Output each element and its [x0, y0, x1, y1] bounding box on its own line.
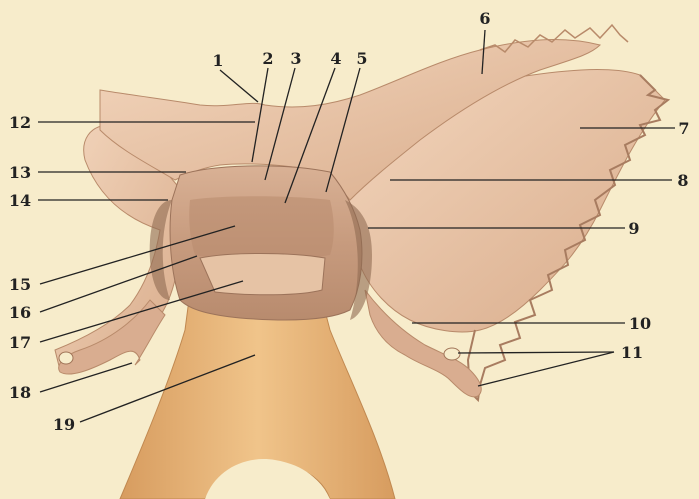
label-14: 14 [9, 191, 31, 210]
label-13: 13 [9, 163, 31, 182]
left-process [59, 300, 165, 374]
label-10: 10 [629, 314, 651, 333]
label-17: 17 [9, 333, 31, 352]
label-9: 9 [628, 219, 639, 238]
label-7: 7 [678, 119, 689, 138]
label-18: 18 [9, 383, 31, 402]
label-16: 16 [9, 303, 31, 322]
label-2: 2 [262, 49, 273, 68]
label-6: 6 [479, 9, 490, 28]
label-5: 5 [356, 49, 367, 68]
label-3: 3 [290, 49, 301, 68]
right-foramen [444, 348, 460, 360]
left-foramen [59, 352, 73, 364]
label-11: 11 [621, 343, 643, 362]
label-15: 15 [9, 275, 31, 294]
label-4: 4 [330, 49, 341, 68]
label-8: 8 [677, 171, 688, 190]
label-1: 1 [212, 51, 223, 70]
label-19: 19 [53, 415, 75, 434]
sella-turcica [189, 196, 334, 260]
label-12: 12 [9, 113, 31, 132]
